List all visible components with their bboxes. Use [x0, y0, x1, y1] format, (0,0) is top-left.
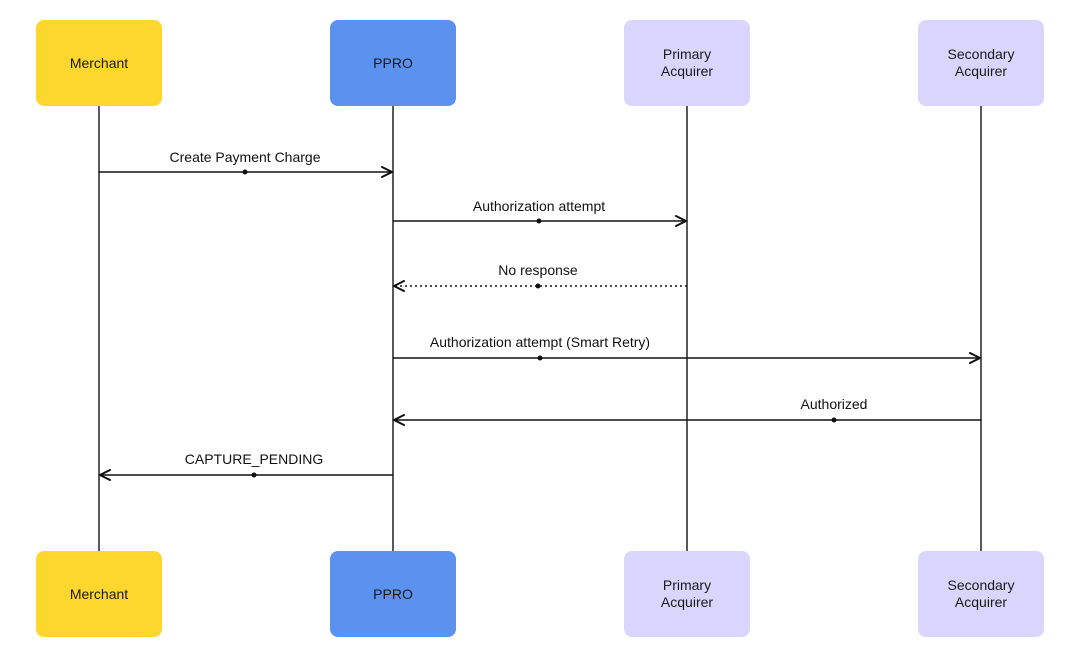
actor-primary-acquirer-bottom: Primary Acquirer [624, 551, 750, 637]
message-dot [242, 169, 248, 175]
actor-ppro-top: PPRO [330, 20, 456, 106]
actor-merchant-bottom: Merchant [36, 551, 162, 637]
actor-ppro-bottom: PPRO [330, 551, 456, 637]
message-label-capture-pending: CAPTURE_PENDING [184, 451, 324, 467]
message-label-authorized: Authorized [800, 396, 868, 412]
message-label-no-response: No response [498, 262, 578, 278]
actor-secondary-acquirer-bottom: Secondary Acquirer [918, 551, 1044, 637]
actor-primary-acquirer-top: Primary Acquirer [624, 20, 750, 106]
actor-merchant-top: Merchant [36, 20, 162, 106]
message-dot [537, 355, 543, 361]
message-label-smart-retry: Authorization attempt (Smart Retry) [429, 334, 651, 350]
message-label-create-payment-charge: Create Payment Charge [169, 149, 321, 165]
message-dot [536, 218, 542, 224]
message-dot [831, 417, 837, 423]
message-dot [251, 472, 257, 478]
actor-secondary-acquirer-top: Secondary Acquirer [918, 20, 1044, 106]
message-label-authorization-attempt: Authorization attempt [472, 198, 606, 214]
message-dot [535, 283, 541, 289]
